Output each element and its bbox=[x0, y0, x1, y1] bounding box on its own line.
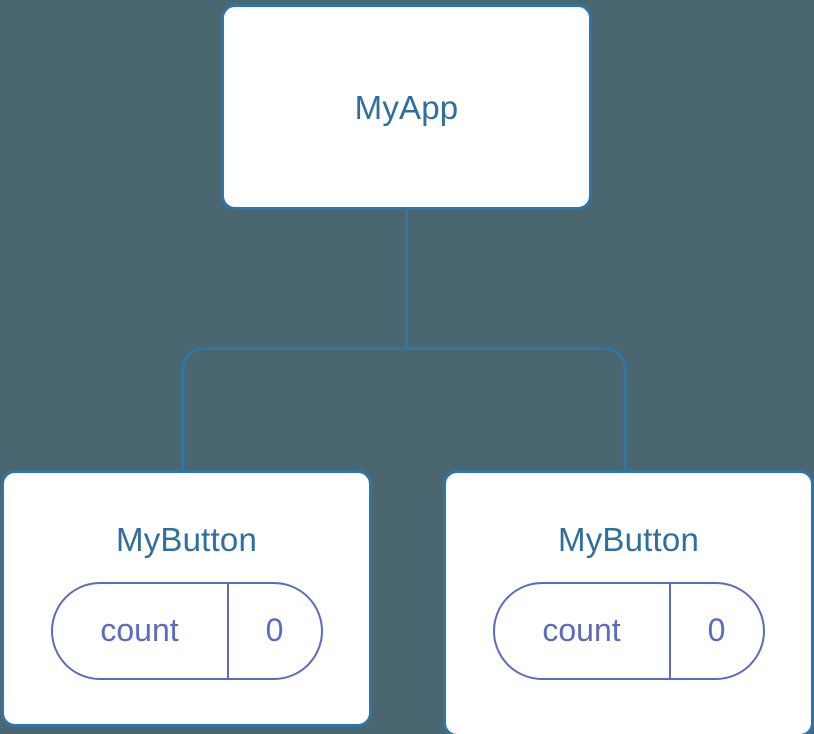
node-title: MyButton bbox=[558, 521, 699, 558]
state-pill-count[interactable]: count 0 bbox=[50, 582, 323, 680]
edge-to-child-1 bbox=[406, 347, 627, 470]
state-pill-count[interactable]: count 0 bbox=[492, 582, 765, 680]
edge-to-child-0 bbox=[181, 347, 407, 470]
state-pill-value: 0 bbox=[265, 612, 284, 648]
node-mybutton-1[interactable]: MyButton count 0 bbox=[443, 470, 814, 734]
state-pill-value: 0 bbox=[707, 612, 726, 648]
state-pill-key: count bbox=[53, 584, 229, 678]
node-myapp[interactable]: MyApp bbox=[221, 4, 592, 210]
state-pill-key: count bbox=[495, 584, 671, 678]
node-title: MyButton bbox=[116, 521, 257, 558]
node-title: MyApp bbox=[354, 88, 459, 126]
node-mybutton-0[interactable]: MyButton count 0 bbox=[1, 470, 372, 727]
